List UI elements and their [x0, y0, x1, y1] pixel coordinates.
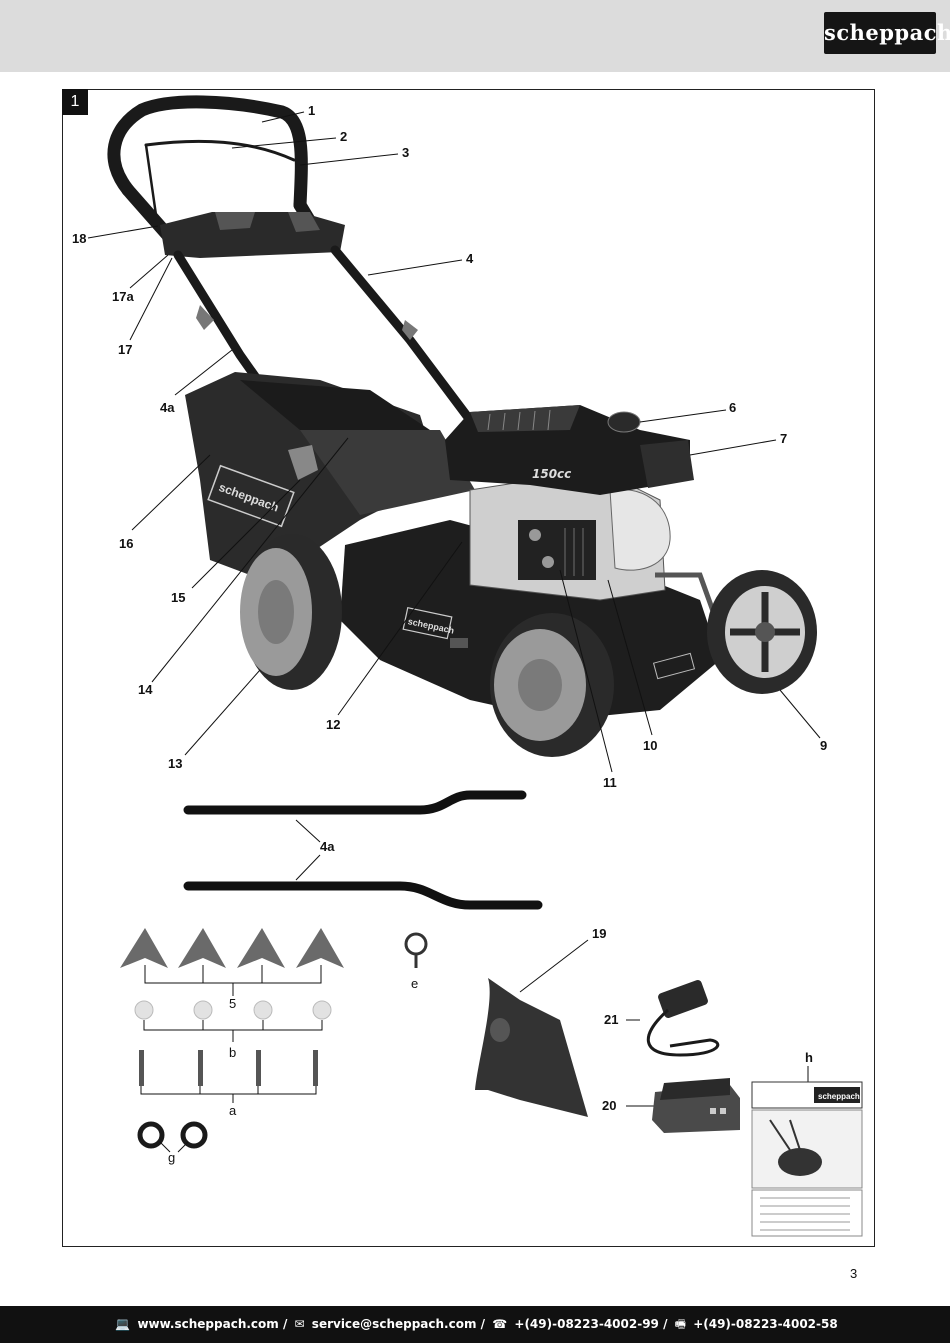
- callout-19: 19: [592, 926, 606, 941]
- mail-icon: ✉: [294, 1317, 305, 1331]
- callout-4: 4: [466, 251, 474, 266]
- page-number: 3: [850, 1266, 858, 1281]
- handle-rods-4a: [183, 790, 543, 910]
- figure-number: 1: [62, 89, 88, 115]
- battery-pack: [652, 1078, 740, 1133]
- callout-20: 20: [602, 1098, 616, 1113]
- parts-bracket-g: [159, 1141, 189, 1153]
- callout-12: 12: [326, 717, 340, 732]
- part-label-5: 5: [229, 996, 236, 1011]
- footer-email[interactable]: service@scheppach.com: [311, 1317, 477, 1331]
- parts-bracket-a: [140, 1086, 317, 1103]
- callout-21: 21: [604, 1012, 618, 1027]
- rating-plate: scheppach: [751, 1081, 863, 1237]
- phone-icon: ☎: [492, 1317, 508, 1331]
- parts-bracket-b: [143, 1020, 323, 1042]
- rear-left-wheel: [240, 534, 342, 690]
- callout-11: 11: [603, 775, 617, 790]
- footer-separator: /: [282, 1317, 288, 1331]
- knob-parts: [120, 928, 344, 968]
- scheppach-logo: scheppach: [824, 12, 950, 54]
- battery-charger: [647, 980, 720, 1057]
- figure-frame: [62, 89, 875, 1247]
- callout-2: 2: [340, 129, 347, 144]
- callout-7: 7: [780, 431, 787, 446]
- handle-knob-left: [196, 305, 214, 330]
- front-left-wheel: [707, 570, 817, 694]
- callout-4a: 4a: [160, 400, 175, 415]
- callout-3: 3: [402, 145, 409, 160]
- footer-separator: /: [663, 1317, 668, 1331]
- part-label-e: e: [411, 976, 418, 991]
- callout-15: 15: [171, 590, 185, 605]
- footer-phone: +(49)-08223-4002-99: [514, 1317, 659, 1331]
- engine-badge: 150cc: [532, 467, 571, 481]
- grass-catcher-bag: scheppach: [185, 372, 475, 575]
- part-label-b: b: [229, 1045, 236, 1060]
- bolt-parts: [139, 1050, 318, 1086]
- mulching-plug: [475, 978, 588, 1117]
- callout-17: 17: [118, 342, 132, 357]
- callout-16: 16: [119, 536, 133, 551]
- callout-6: 6: [729, 400, 736, 415]
- handle-console: [160, 212, 345, 258]
- footer-website[interactable]: www.scheppach.com: [137, 1317, 279, 1331]
- handle-knob-right: [402, 320, 418, 340]
- part-label-g: g: [168, 1150, 175, 1165]
- parts-bracket-5: [144, 965, 322, 996]
- callout-4a-rods: 4a: [320, 839, 335, 854]
- spring-clip-part: [404, 932, 428, 968]
- washer-parts: [134, 1000, 332, 1020]
- callout-17a: 17a: [112, 289, 134, 304]
- callout-1: 1: [308, 103, 315, 118]
- front-right-wheel: [490, 613, 614, 757]
- callout-13: 13: [168, 756, 182, 771]
- part-label-a: a: [229, 1103, 237, 1118]
- callout-18: 18: [72, 231, 86, 246]
- callout-10: 10: [643, 738, 657, 753]
- callout-9: 9: [820, 738, 827, 753]
- fax-icon: 🖷: [674, 1317, 686, 1331]
- cable-clip-parts: [137, 1121, 208, 1149]
- header-bar: [0, 0, 950, 72]
- footer-fax: +(49)-08223-4002-58: [693, 1317, 838, 1331]
- computer-icon: 💻: [115, 1317, 131, 1331]
- logo-text: scheppach: [824, 20, 950, 45]
- footer-bar: 💻 www.scheppach.com / ✉ service@scheppac…: [0, 1306, 950, 1343]
- callout-h: h: [805, 1050, 813, 1065]
- engine: 150cc: [445, 405, 721, 626]
- footer-separator: /: [480, 1317, 486, 1331]
- leader-lines: [87, 111, 821, 1107]
- rating-plate-logo: scheppach: [818, 1092, 860, 1101]
- callout-14: 14: [138, 682, 153, 697]
